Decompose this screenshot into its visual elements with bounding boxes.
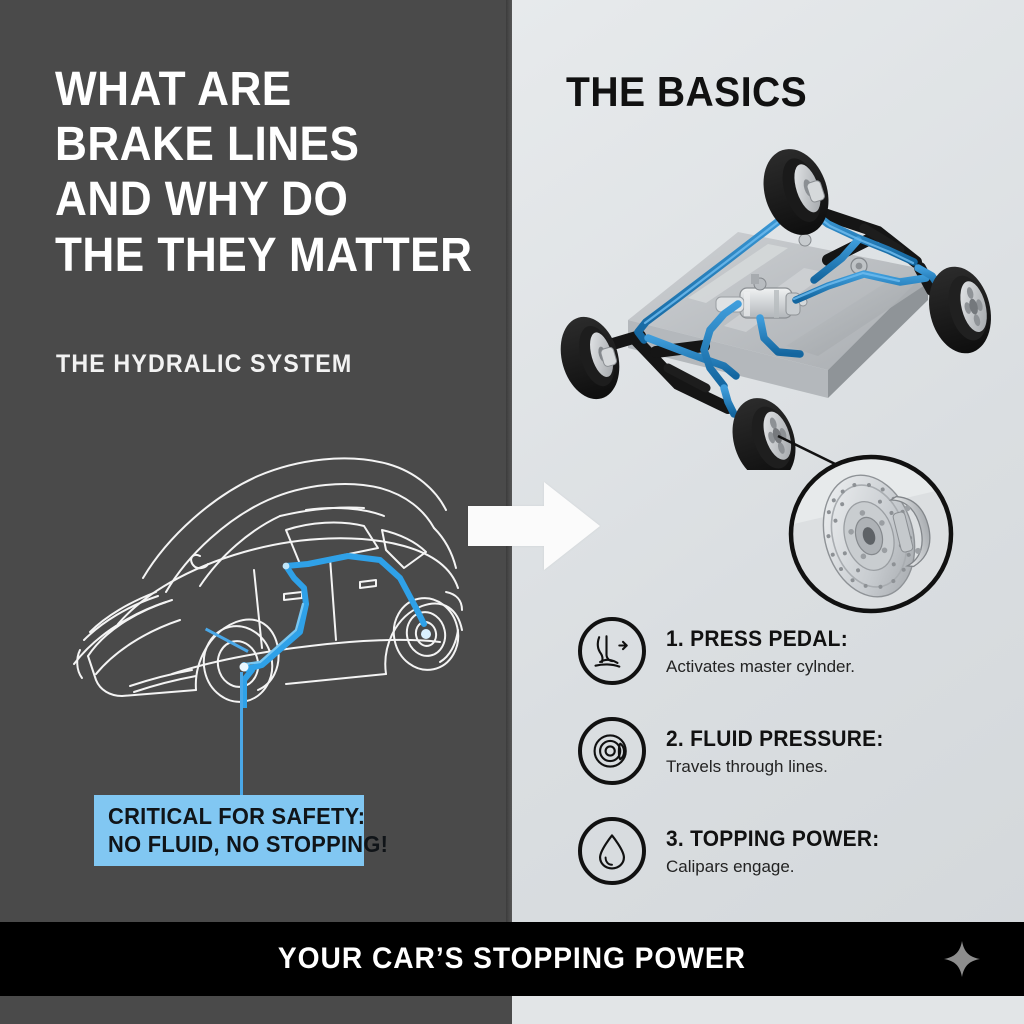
step-3-title: 3. TOPPING POWER: [666,825,880,851]
headline-line-3: AND WHY DO [55,173,349,227]
subheadline: THE HYDRALIC SYSTEM [56,350,353,378]
step-item-2: 2. FLUID PRESSURE: Travels through lines… [578,715,998,787]
chassis-brake-line-diagram [528,140,1024,470]
headline-line-4: THE THEY MATTER [55,228,473,282]
callout-line-1: CRITICAL FOR SAFETY: [108,803,366,830]
callout-box-critical-for-safety: CRITICAL FOR SAFETY: NO FLUID, NO STOPPI… [94,795,389,866]
footer-underline-left [0,996,512,1024]
page-title: WHAT ARE BRAKE LINES AND WHY DO THE THEY… [55,62,473,283]
step-2-title: 2. FLUID PRESSURE: [666,725,884,751]
headline-line-2: BRAKE LINES [55,118,360,172]
steps-list: 1. PRESS PEDAL: Activates master cylnder… [578,615,998,915]
step-1-description: Activates master cylnder. [666,656,855,676]
foot-pedal-icon [578,617,646,685]
brake-rotor-icon [578,717,646,785]
brake-rotor-detail-circle [785,452,957,617]
fluid-droplet-icon [578,817,646,885]
arrow-right-icon [468,480,600,572]
step-3-description: Calipars engage. [666,856,795,876]
footer-tagline: YOUR CAR’S STOPPING POWER [278,942,746,975]
step-2-description: Travels through lines. [666,756,828,776]
callout-leader-vertical [240,672,243,796]
four-point-star-icon [942,939,982,979]
step-1-title: 1. PRESS PEDAL: [666,625,848,651]
section-title-the-basics: THE BASICS [566,68,808,115]
headline-line-1: WHAT ARE [55,63,292,116]
step-item-3: 3. TOPPING POWER: Calipars engage. [578,815,998,887]
sedan-outline-illustration [48,418,468,708]
step-item-1: 1. PRESS PEDAL: Activates master cylnder… [578,615,998,687]
footer-bar: YOUR CAR’S STOPPING POWER [0,922,1024,996]
callout-line-2: NO FLUID, NO STOPPING! [108,830,389,857]
footer-underline-right [512,996,1024,1024]
